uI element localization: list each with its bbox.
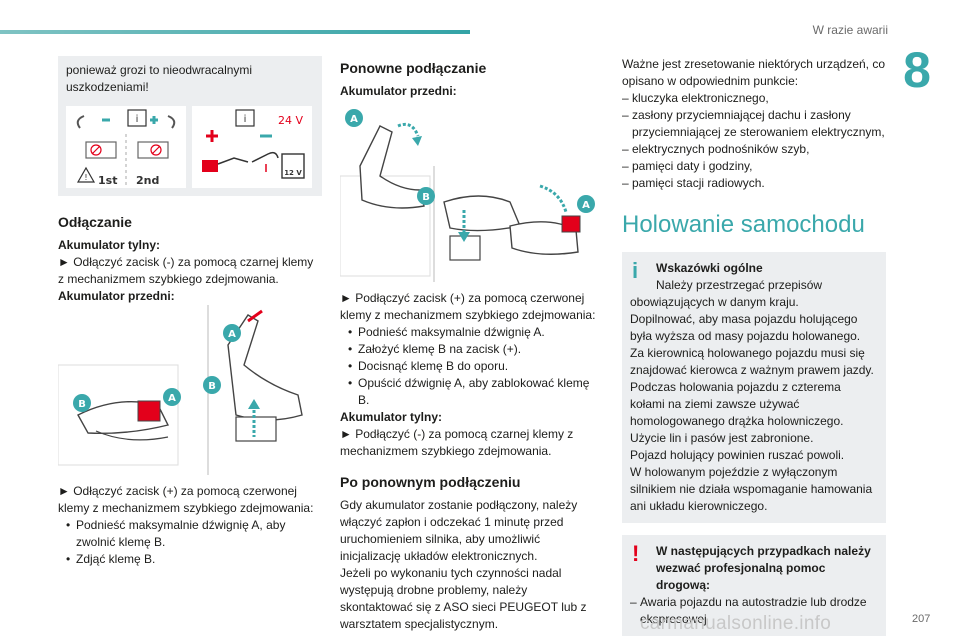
info-line-4: Pojazd holujący powinien ruszać powoli. bbox=[630, 448, 845, 462]
list-item: Zdjąć klemę B. bbox=[66, 551, 322, 568]
info-icon: i bbox=[632, 258, 639, 283]
disconnect-title: Odłączanie bbox=[58, 214, 132, 230]
svg-text:!: ! bbox=[84, 173, 87, 182]
callout-b-mid: B bbox=[422, 192, 430, 203]
chapter-number: 8 bbox=[903, 42, 931, 98]
professional-help-box: ! W następujących przypadkach należy wez… bbox=[622, 535, 886, 636]
svg-text:i: i bbox=[244, 114, 247, 125]
jump-start-illustration: i ! 1st 2nd bbox=[66, 106, 314, 188]
reset-intro: Ważne jest zresetowanie niektórych urząd… bbox=[622, 57, 886, 88]
header-accent-bar bbox=[0, 30, 470, 34]
after-reconnect-title: Po ponownym podłączeniu bbox=[340, 474, 521, 490]
towing-title: Holowanie samochodu bbox=[622, 211, 865, 238]
general-guidelines-box: i Wskazówki ogólne Należy przestrzegać p… bbox=[622, 252, 886, 523]
front-disconnect-illustration: B A A B bbox=[57, 305, 322, 475]
general-guidelines-head: Wskazówki ogólne bbox=[656, 261, 763, 275]
after-reconnect-p1: Gdy akumulator zostanie podłączony, nale… bbox=[340, 498, 578, 563]
front-reconnect-bullets: Podnieść maksymalnie dźwignię A. Założyć… bbox=[340, 324, 602, 409]
callout-a-mid-2: A bbox=[582, 200, 590, 211]
list-item: Podnieść maksymalnie dźwignię A. bbox=[348, 324, 602, 341]
list-item: Podnieść maksymalnie dźwignię A, aby zwo… bbox=[66, 517, 322, 551]
front-battery-label-2: Akumulator przedni: bbox=[340, 84, 457, 98]
callout-b-left: B bbox=[78, 399, 86, 410]
list-item: Założyć klemę B na zacisk (+). bbox=[348, 341, 602, 358]
reset-list: kluczyka elektronicznego, zasłony przyci… bbox=[622, 90, 886, 192]
section-title: W razie awarii bbox=[812, 23, 888, 37]
professional-help-head: W następujących przypadkach należy wezwa… bbox=[656, 544, 871, 592]
rear-disconnect-step: ► Odłączyć zacisk (-) za pomocą czarnej … bbox=[58, 255, 314, 286]
battery-order-diagram: i ! 1st 2nd bbox=[76, 109, 176, 187]
info-line-1: Dopilnować, aby masa pojazdu holującego … bbox=[630, 312, 861, 343]
rear-reconnect-step: ► Podłączyć (-) za pomocą czarnej klemy … bbox=[340, 427, 574, 458]
warning-continuation-box: ponieważ grozi to nieodwracalnymi uszkod… bbox=[58, 56, 322, 196]
list-item: pamięci stacji radiowych. bbox=[622, 175, 886, 192]
page-number: 207 bbox=[912, 613, 931, 625]
clamp-attach-diagram: A B A bbox=[339, 109, 595, 282]
list-item: kluczyka elektronicznego, bbox=[622, 90, 886, 107]
front-reconnect-step: ► Podłączyć zacisk (+) za pomocą czerwon… bbox=[340, 291, 596, 322]
list-item: pamięci daty i godziny, bbox=[622, 158, 886, 175]
first-label: 1st bbox=[98, 174, 117, 187]
professional-help-list: Awaria pojazdu na autostradzie lub drodz… bbox=[630, 594, 878, 628]
watermark: carmanualsonline.info bbox=[640, 613, 832, 634]
list-item: zasłony przyciemniającej dachu i zasłony… bbox=[622, 107, 886, 141]
callout-a-mid-1: A bbox=[350, 114, 358, 125]
battery-voltage-label: 12 V bbox=[284, 169, 302, 177]
clamp-release-diagram: B A A B bbox=[57, 305, 303, 475]
column-left: ponieważ grozi to nieodwracalnymi uszkod… bbox=[57, 56, 322, 568]
column-middle: Ponowne podłączanie Akumulator przedni: … bbox=[339, 56, 602, 633]
info-line-5: W holowanym pojeździe z wyłączonym silni… bbox=[630, 465, 873, 513]
reconnect-title: Ponowne podłączanie bbox=[340, 60, 487, 76]
callout-b-right: B bbox=[208, 381, 216, 392]
list-item: Docisnąć klemę B do oporu. bbox=[348, 358, 602, 375]
list-item: elektrycznych podnośników szyb, bbox=[622, 141, 886, 158]
volt-label: 24 V bbox=[278, 114, 303, 127]
front-reconnect-illustration: A B A bbox=[339, 106, 602, 282]
callout-a-right: A bbox=[228, 329, 236, 340]
rear-battery-label-2: Akumulator tylny: bbox=[340, 410, 443, 424]
second-label: 2nd bbox=[136, 174, 159, 187]
front-disconnect-bullets: Podnieść maksymalnie dźwignię A, aby zwo… bbox=[58, 517, 322, 568]
illustration-panel-first: i ! 1st 2nd bbox=[66, 106, 186, 188]
warning-icon: ! bbox=[632, 541, 640, 566]
callout-a-left: A bbox=[168, 393, 176, 404]
illustration-panel-second: i 24 V 12 V bbox=[192, 106, 312, 188]
front-battery-label: Akumulator przedni: bbox=[58, 289, 175, 303]
info-line-2: Za kierownicą holowanego pojazdu musi si… bbox=[630, 346, 874, 377]
rear-battery-label: Akumulator tylny: bbox=[58, 238, 161, 252]
info-line-3: Podczas holowania pojazdu z czterema koł… bbox=[630, 380, 844, 445]
polarity-diagram: i 24 V 12 V bbox=[202, 109, 305, 179]
list-item: Opuścić dźwignię A, aby zablokować klemę… bbox=[348, 375, 602, 409]
column-right: Ważne jest zresetowanie niektórych urząd… bbox=[622, 56, 886, 636]
warning-text: ponieważ grozi to nieodwracalnymi uszkod… bbox=[66, 63, 253, 94]
after-reconnect-p2: Jeżeli po wykonaniu tych czynności nadal… bbox=[340, 566, 587, 631]
front-disconnect-step: ► Odłączyć zacisk (+) za pomocą czerwone… bbox=[58, 484, 314, 515]
svg-text:i: i bbox=[136, 114, 139, 125]
list-item: Awaria pojazdu na autostradzie lub drodz… bbox=[630, 594, 878, 628]
info-line-0: Należy przestrzegać przepisów obowiązują… bbox=[630, 278, 823, 309]
